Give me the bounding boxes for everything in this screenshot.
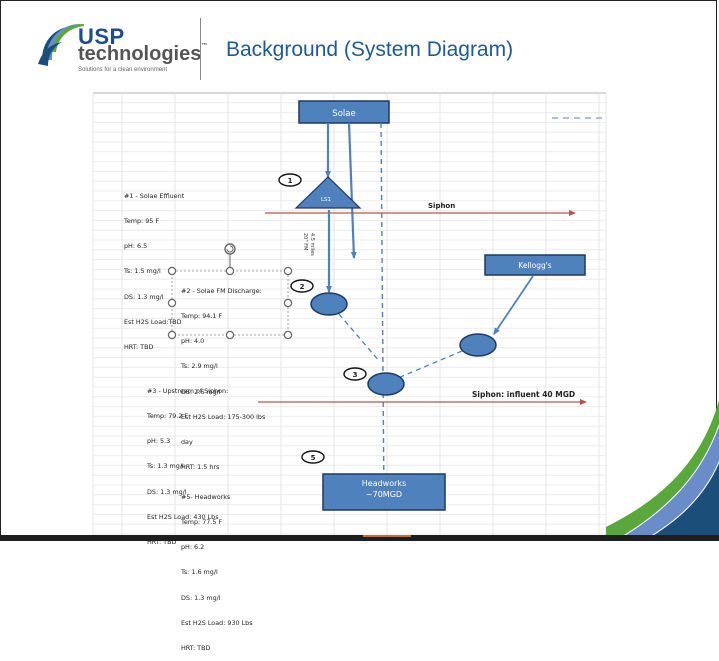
- pipe-label-size: 20" FM: [302, 233, 308, 250]
- kelloggs-to-node3-dashed: [397, 350, 463, 379]
- marker-1: 1: [278, 173, 302, 187]
- note-1-ts: Ts: 1.5 mg/l: [124, 267, 161, 276]
- note-2-title: #2 - Solae FM Discharge:: [181, 286, 262, 295]
- logo-brand-technologies-text: technologies: [78, 43, 202, 65]
- kelloggs-manhole[interactable]: [459, 333, 497, 357]
- note-3-title: #3 - Upstream of Siphon:: [147, 386, 229, 395]
- resize-handle[interactable]: [283, 298, 293, 308]
- kelloggs-node[interactable]: [484, 254, 586, 276]
- note-2-ph: pH: 4.0: [181, 337, 205, 346]
- pipe-label-length: 4.5 miles: [309, 233, 315, 256]
- headworks-label-name: Headworks: [362, 479, 406, 488]
- note-5-ts: Ts: 1.6 mg/l: [181, 568, 218, 577]
- note-5-ph: pH: 6.2: [181, 543, 205, 552]
- slide-frame: [0, 0, 717, 535]
- corner-swoosh-decoration: [606, 400, 719, 541]
- headworks-node[interactable]: [322, 473, 446, 511]
- kelloggs-label: Kellogg's: [518, 261, 551, 270]
- note-3-ph: pH: 5.3: [147, 437, 171, 446]
- siphon-influent-label: Siphon: influent 40 MGD: [472, 390, 575, 399]
- note-3-ts: Ts: 1.3 mg/l: [147, 462, 184, 471]
- node2-to-node3-dashed: [338, 313, 381, 363]
- logo-swoosh-icon: [38, 24, 84, 66]
- solae-label: Solae: [332, 109, 355, 119]
- system-diagram: Solae LS1 Siphon 20" FM 4.5 miles Kellog…: [92, 92, 719, 541]
- logo-tagline: Solutions for a clean environment: [78, 67, 168, 73]
- ls1-lift-station[interactable]: [294, 176, 362, 209]
- note-3-h2s: Est H2S Load: 430 Lbs: [147, 512, 219, 521]
- note-1-ds: DS: 1.3 mg/l: [124, 292, 164, 301]
- headworks-label-capacity: ~70MGD: [366, 490, 402, 499]
- gravity-dashed-line: [380, 122, 385, 501]
- resize-handle[interactable]: [225, 266, 235, 276]
- note-2-temp: Temp: 94.1 F: [181, 312, 223, 321]
- ls1-label: LS1: [321, 197, 331, 203]
- node-3-manhole[interactable]: [367, 372, 405, 396]
- note-5-hrt: HRT: TBD: [181, 644, 211, 653]
- note-5-ds: DS: 1.3 mg/l: [181, 593, 221, 602]
- logo-trademark: ™: [201, 43, 208, 49]
- marker-5-label: 5: [311, 454, 316, 462]
- node-2-manhole[interactable]: [310, 292, 348, 316]
- resize-handle[interactable]: [225, 330, 235, 340]
- marker-3: 3: [343, 367, 367, 381]
- solae-node[interactable]: [298, 100, 390, 124]
- marker-3-label: 3: [353, 371, 358, 379]
- siphon-label: Siphon: [428, 202, 455, 210]
- slide-title: Background (System Diagram): [226, 38, 514, 61]
- note-2-h2s-cont: day: [181, 438, 193, 447]
- bottom-taskbar: [0, 535, 719, 541]
- rotate-handle-icon[interactable]: [224, 243, 236, 255]
- note-3-upstream-siphon: #3 - Upstream of Siphon: Temp: 79.2 F pH…: [147, 370, 228, 555]
- note-3-temp: Temp: 79.2 F: [147, 412, 189, 421]
- note-1-h2s: Est H2S Load:TBD: [124, 317, 182, 326]
- logo-brand-technologies: technologies™: [78, 43, 207, 66]
- logo-brand-usp: USP: [78, 24, 125, 49]
- note-1-temp: Temp: 95 F: [124, 217, 160, 226]
- note-2-h2s: Est H2S Load: 175-300 lbs: [181, 412, 266, 421]
- note-5-h2s: Est H2S Load: 930 Lbs: [181, 618, 253, 627]
- marker-1-label: 1: [288, 177, 293, 185]
- note-1-hrt: HRT: TBD: [124, 343, 154, 352]
- note-1-title: #1 - Solae Effluent: [124, 191, 185, 200]
- note-2-ts: Ts: 2.9 mg/l: [181, 362, 218, 371]
- resize-handle[interactable]: [167, 330, 177, 340]
- note-2-selection[interactable]: [167, 243, 293, 340]
- note-5-title: #5- Headworks: [181, 492, 231, 501]
- marker-2: 2: [290, 279, 314, 293]
- kelloggs-flow: [493, 275, 534, 335]
- note-3-ds: DS: 1.3 mg/l: [147, 487, 187, 496]
- note-1-solae-effluent: #1 - Solae Effluent Temp: 95 F pH: 6.5 T…: [124, 175, 184, 360]
- note-5-temp: Temp: 77.5 F: [181, 518, 223, 527]
- resize-handle[interactable]: [283, 266, 293, 276]
- note-1-ph: pH: 6.5: [124, 242, 148, 251]
- resize-handle[interactable]: [283, 330, 293, 340]
- solae-bypass-flow: [347, 122, 357, 259]
- marker-5: 5: [301, 450, 325, 464]
- taskbar-active-indicator: [363, 535, 411, 537]
- title-divider: [200, 18, 201, 80]
- note-5-headworks: #5- Headworks Temp: 77.5 F pH: 6.2 Ts: 1…: [181, 476, 253, 661]
- spreadsheet-grid: [92, 92, 607, 535]
- note-2-solae-fm-discharge[interactable]: #2 - Solae FM Discharge: Temp: 94.1 F pH…: [181, 270, 265, 480]
- marker-2-label: 2: [300, 283, 305, 291]
- note-2-hrt: HRT: 1.5 hrs: [181, 463, 220, 472]
- note-2-ds: DS: 2.6 mg/l: [181, 387, 221, 396]
- resize-handle[interactable]: [167, 298, 177, 308]
- resize-handle[interactable]: [167, 266, 177, 276]
